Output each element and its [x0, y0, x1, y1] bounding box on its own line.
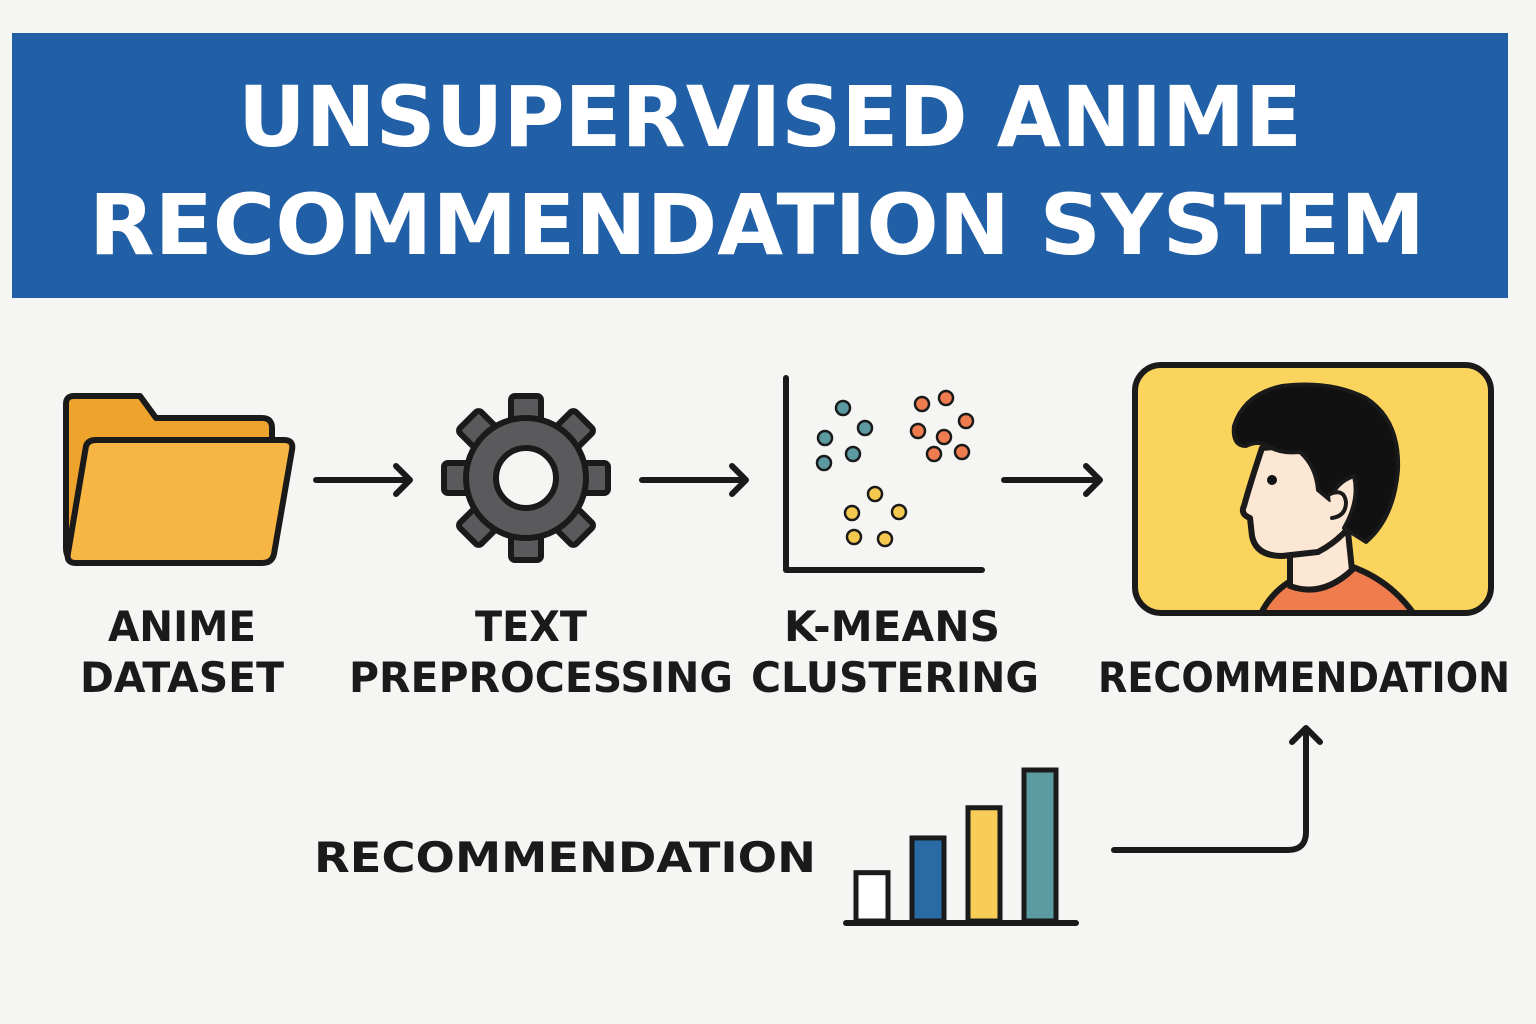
cluster-point: [937, 389, 955, 407]
step-label-dataset-line-2: DATASET: [80, 653, 284, 702]
arrow-preprocessing-to-clustering: [639, 463, 749, 497]
cluster-point: [815, 454, 833, 472]
title-banner: UNSUPERVISED ANIME RECOMMENDATION SYSTEM: [12, 33, 1508, 298]
bar-chart-icon: [843, 767, 1079, 926]
step-label-recommendation-line-2: RECOMMENDATION: [1098, 653, 1510, 702]
cluster-point: [909, 422, 927, 440]
cluster-point: [845, 528, 863, 546]
cluster-point: [866, 485, 884, 503]
cluster-point: [843, 504, 861, 522]
step-label-preprocessing: TEXT PREPROCESSING: [349, 602, 733, 702]
arrow-clustering-to-recommendation: [1001, 463, 1103, 497]
bottom-recommendation-label: RECOMMENDATION: [314, 833, 816, 882]
step-label-clustering: K-MEANS CLUSTERING: [751, 602, 1039, 702]
cluster-point: [925, 445, 943, 463]
arrow-bars-to-recommendation: [1111, 725, 1323, 853]
step-label-clustering-line-1: K-MEANS: [784, 602, 1000, 651]
cluster-point: [953, 443, 971, 461]
title-line-1: UNSUPERVISED ANIME: [238, 68, 1302, 166]
bar-chart-bar: [853, 870, 891, 924]
cluster-point: [816, 429, 834, 447]
bar-chart-bar: [965, 805, 1003, 924]
gear-icon: [441, 393, 611, 563]
step-label-dataset: ANIME DATASET: [80, 602, 284, 702]
user-portrait-icon: [1132, 362, 1494, 616]
cluster-point: [913, 395, 931, 413]
cluster-point: [856, 419, 874, 437]
step-label-dataset-line-1: ANIME: [108, 602, 256, 651]
bar-chart-bar: [1021, 767, 1059, 924]
step-label-preprocessing-line-2: PREPROCESSING: [349, 653, 733, 702]
title-bar-background: [12, 33, 1508, 298]
title-line-2: RECOMMENDATION SYSTEM: [89, 176, 1425, 274]
cluster-point: [935, 428, 953, 446]
cluster-point: [890, 503, 908, 521]
cluster-point: [834, 399, 852, 417]
cluster-point: [957, 412, 975, 430]
folder-icon: [63, 393, 296, 566]
step-label-preprocessing-line-1: TEXT: [475, 602, 587, 651]
step-label-recommendation: RECOMMENDATION: [1098, 653, 1510, 702]
cluster-point: [844, 445, 862, 463]
arrow-dataset-to-preprocessing: [313, 463, 413, 497]
bar-chart-bar: [909, 835, 947, 924]
step-label-clustering-line-2: CLUSTERING: [751, 653, 1039, 702]
scatter-clusters-icon: [783, 375, 985, 573]
cluster-point: [876, 530, 894, 548]
